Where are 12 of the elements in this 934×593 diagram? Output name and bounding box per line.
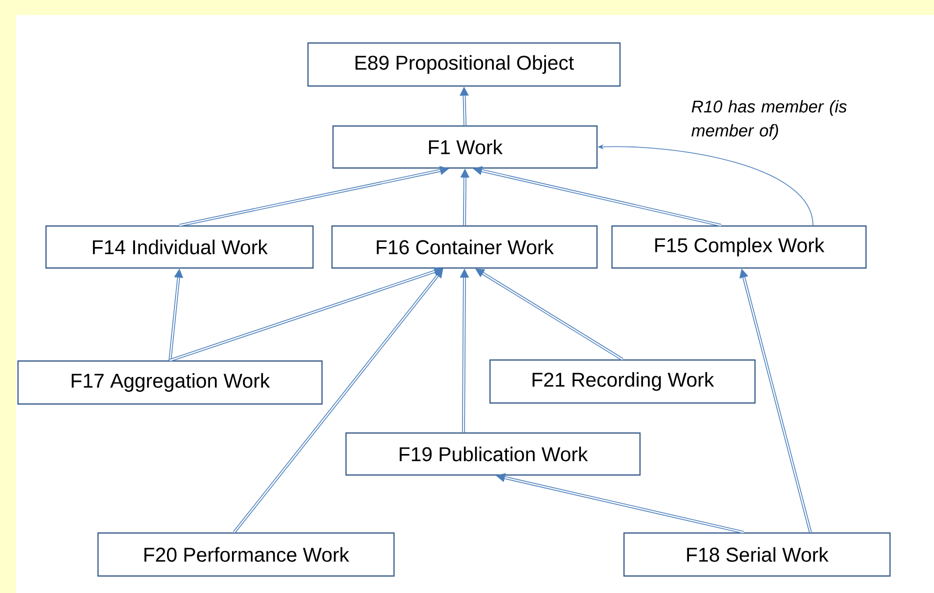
class-box: F15 Complex Work: [611, 225, 867, 269]
class-box: F16 Container Work: [331, 225, 598, 269]
class-box: F17 Aggregation Work: [17, 360, 323, 405]
class-box: F19 Publication Work: [345, 432, 641, 476]
class-box: F1 Work: [332, 125, 598, 169]
class-box: F21 Recording Work: [489, 359, 756, 404]
class-box: E89 Propositional Object: [307, 42, 621, 87]
class-box: F14 Individual Work: [45, 225, 314, 269]
arrow: [232, 268, 444, 534]
class-box: F20 Performance Work: [97, 532, 395, 577]
edge-label: R10 has member (is member of): [692, 100, 847, 140]
class-box: F18 Serial Work: [623, 532, 891, 577]
